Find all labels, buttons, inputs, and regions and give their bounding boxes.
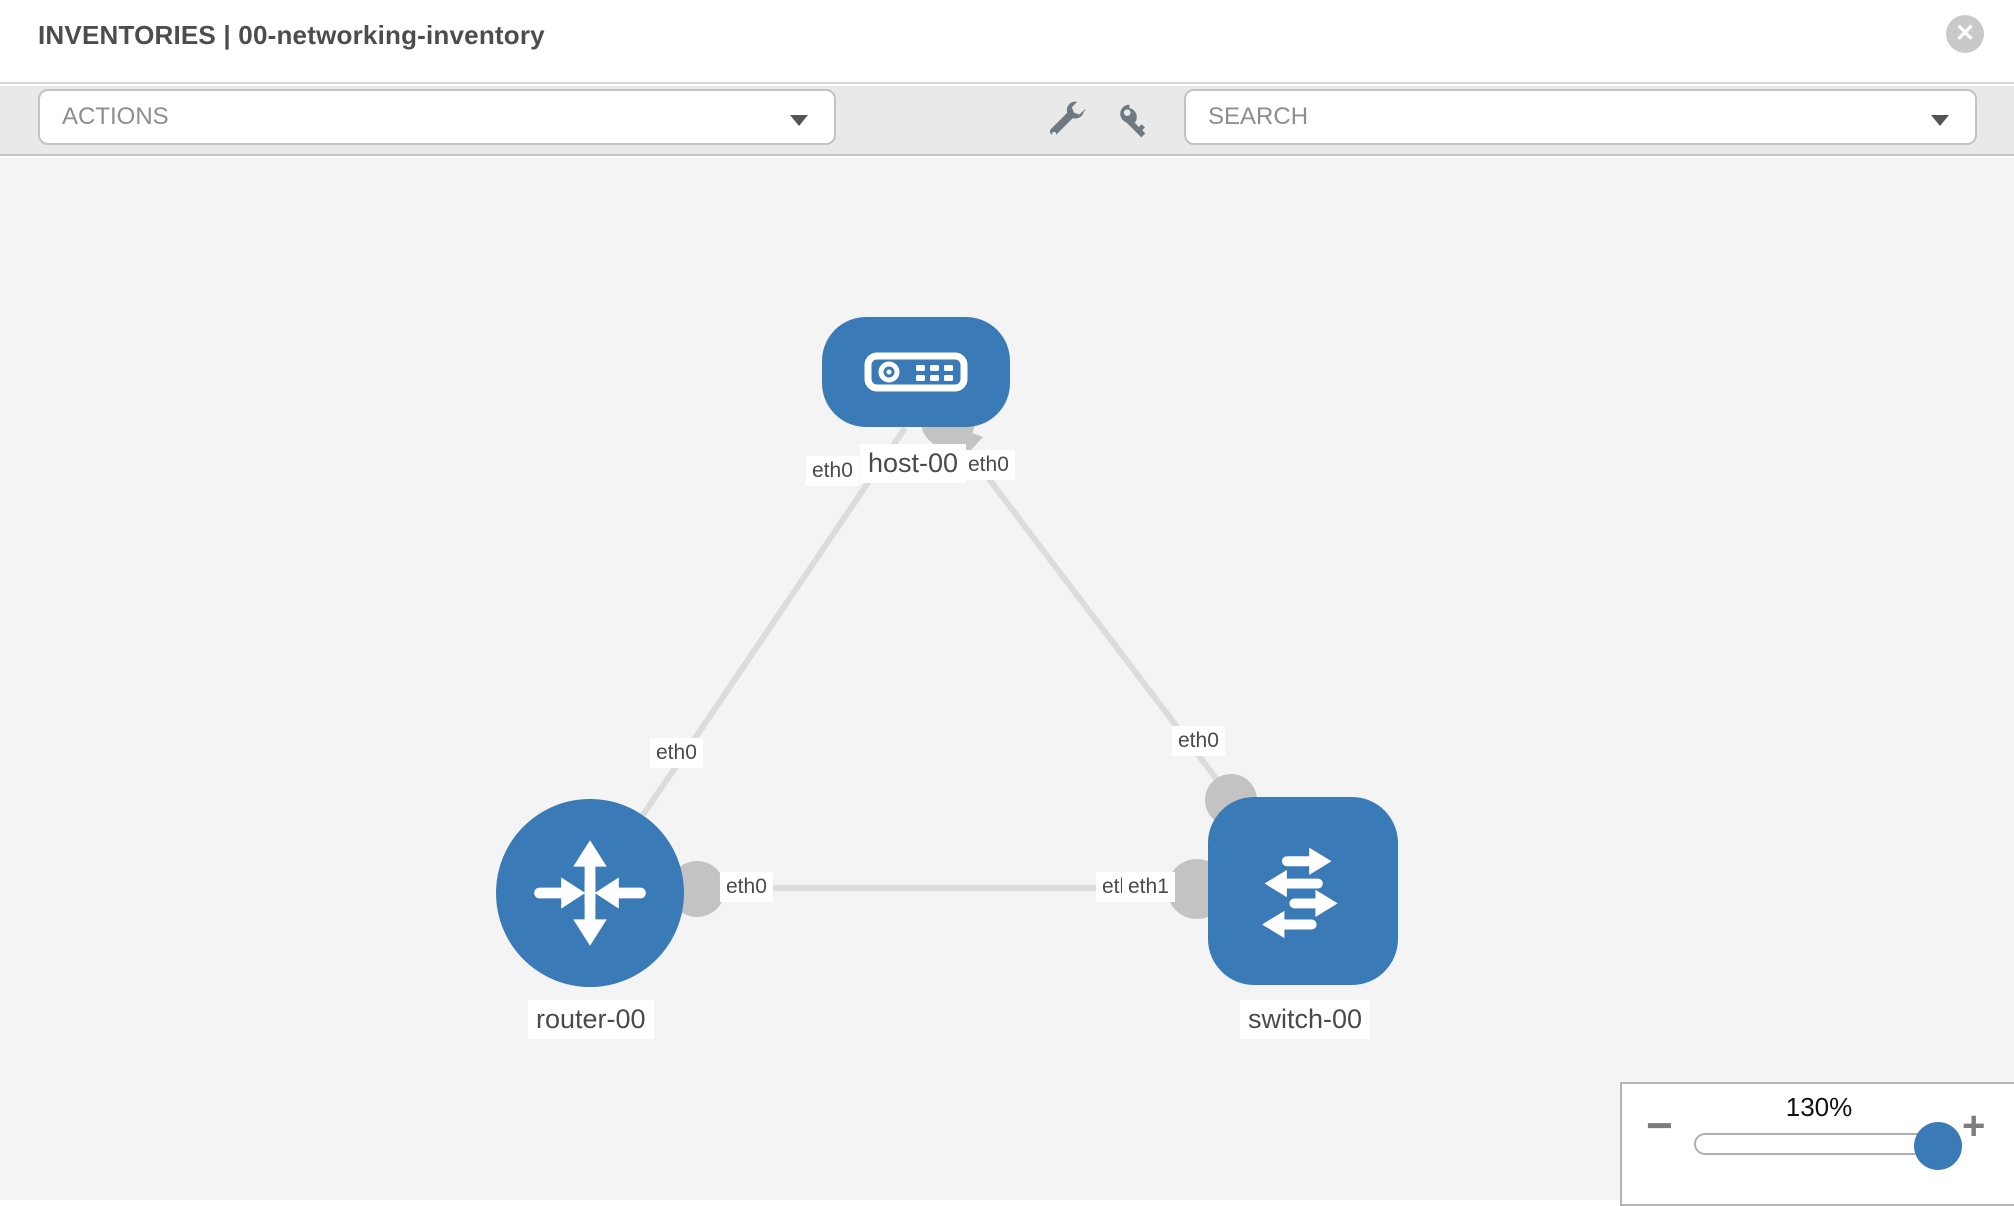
zoom-slider-track[interactable] xyxy=(1694,1122,1962,1170)
chevron-down-icon xyxy=(1931,115,1949,126)
zoom-percentage: 130% xyxy=(1785,1092,1853,1122)
node-router-00[interactable] xyxy=(496,799,684,987)
key-icon[interactable] xyxy=(1112,100,1156,144)
close-icon: ✕ xyxy=(1954,20,1976,47)
zoom-slider-thumb[interactable] xyxy=(1914,1122,1962,1170)
node-label-host-00: host-00 xyxy=(860,444,967,483)
iface-label-host-eth0-right: eth0 xyxy=(962,450,1015,480)
zoom-in-button[interactable]: + xyxy=(1962,1104,1986,1148)
header-bar: INVENTORIES | 00-networking-inventory ✕ xyxy=(0,0,2014,84)
zoom-out-button[interactable]: − xyxy=(1646,1099,1673,1151)
switch-icon xyxy=(1262,847,1338,939)
router-icon xyxy=(534,840,646,946)
toolbar: ACTIONS SEARCH xyxy=(0,86,2014,156)
page-title: INVENTORIES | 00-networking-inventory xyxy=(38,20,545,50)
search-dropdown-label: SEARCH xyxy=(1208,103,1309,130)
node-switch-00[interactable] xyxy=(1208,797,1398,985)
chevron-down-icon xyxy=(790,115,808,126)
zoom-control-panel: 130% − + xyxy=(1620,1082,2014,1206)
topology-canvas[interactable] xyxy=(0,158,2014,1200)
actions-dropdown-label: ACTIONS xyxy=(62,103,169,130)
node-label-router-00: router-00 xyxy=(528,1000,654,1039)
iface-label-host-eth0-left: eth0 xyxy=(806,456,859,486)
node-label-switch-00: switch-00 xyxy=(1240,1000,1371,1039)
iface-label-router-eth0-uplink: eth0 xyxy=(650,738,703,768)
actions-dropdown[interactable]: ACTIONS xyxy=(38,89,836,145)
iface-label-router-eth0: eth0 xyxy=(720,872,773,902)
close-button[interactable]: ✕ xyxy=(1946,15,1984,53)
node-host-00[interactable] xyxy=(822,317,1010,427)
iface-label-switch-eth0: eth0 xyxy=(1172,726,1225,756)
iface-label-switch-eth1: eth1 xyxy=(1122,872,1175,902)
server-icon xyxy=(864,352,968,392)
search-dropdown[interactable]: SEARCH xyxy=(1184,89,1977,145)
wrench-icon[interactable] xyxy=(1044,100,1088,144)
